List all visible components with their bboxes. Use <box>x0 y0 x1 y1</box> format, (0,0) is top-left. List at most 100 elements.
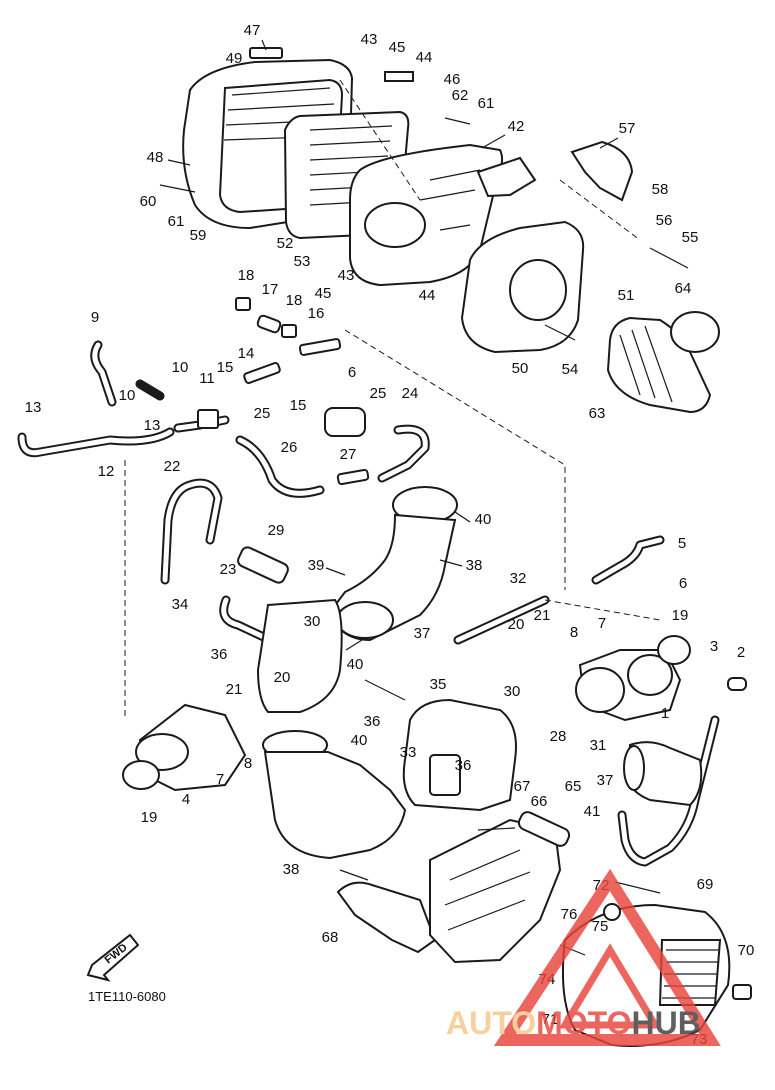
callout-30: 30 <box>504 683 521 700</box>
watermark-part-hub: HUB <box>631 1005 700 1041</box>
callout-50: 50 <box>512 360 529 377</box>
callout-40: 40 <box>347 656 364 673</box>
callout-59: 59 <box>190 227 207 244</box>
callout-7: 7 <box>598 615 606 632</box>
callout-leaders <box>167 39 619 881</box>
callout-25: 25 <box>370 385 387 402</box>
callout-65: 65 <box>565 778 582 795</box>
callout-14: 14 <box>238 345 255 362</box>
callout-42: 42 <box>508 118 525 135</box>
callout-13: 13 <box>144 417 161 434</box>
callout-58: 58 <box>652 181 669 198</box>
callout-43: 43 <box>361 31 378 48</box>
callout-75: 75 <box>592 918 609 935</box>
callout-24: 24 <box>402 385 419 402</box>
callout-19: 19 <box>141 809 158 826</box>
callout-68: 68 <box>322 929 339 946</box>
callout-10: 10 <box>172 359 189 376</box>
sensor-65 <box>517 811 571 847</box>
callout-6: 6 <box>348 364 356 381</box>
callout-36: 36 <box>211 646 228 663</box>
forward-arrow-icon: FWD <box>86 933 140 982</box>
callout-26: 26 <box>281 439 298 456</box>
side-cover-50 <box>460 220 585 354</box>
callout-67: 67 <box>514 778 531 795</box>
catalog-code: 1TE110-6080 <box>88 989 166 1004</box>
callout-4: 4 <box>182 791 190 808</box>
hose-fittings <box>197 297 370 486</box>
o-ring-19-right <box>657 635 691 665</box>
callout-8: 8 <box>570 624 578 641</box>
callout-16: 16 <box>308 305 325 322</box>
callout-38: 38 <box>466 557 483 574</box>
intake-duct-upper <box>328 486 458 642</box>
callout-56: 56 <box>656 212 673 229</box>
callout-29: 29 <box>268 522 285 539</box>
callout-13: 13 <box>25 399 42 416</box>
callout-28: 28 <box>550 728 567 745</box>
callout-55: 55 <box>682 229 699 246</box>
callout-25: 25 <box>254 405 271 422</box>
callout-76: 76 <box>561 906 578 923</box>
callout-66: 66 <box>531 793 548 810</box>
carburetor-body <box>256 598 517 812</box>
watermark-part-moto: MOTO <box>536 1005 631 1041</box>
callout-45: 45 <box>389 39 406 56</box>
watermark-logo: AUTOMOTOHUB <box>446 868 721 1046</box>
callout-33: 33 <box>400 744 417 761</box>
callout-52: 52 <box>277 235 294 252</box>
callout-37: 37 <box>597 772 614 789</box>
callout-23: 23 <box>220 561 237 578</box>
callout-49: 49 <box>226 50 243 67</box>
callout-5: 5 <box>678 535 686 552</box>
callout-21: 21 <box>534 607 551 624</box>
callout-45: 45 <box>315 285 332 302</box>
clip-70 <box>732 984 752 1000</box>
callout-8: 8 <box>244 755 252 772</box>
watermark-triangle-icon <box>493 868 721 1046</box>
callout-61: 61 <box>478 95 495 112</box>
callout-22: 22 <box>164 458 181 475</box>
callout-7: 7 <box>216 771 224 788</box>
callout-36: 36 <box>455 757 472 774</box>
assembly-guide-lines <box>124 79 661 720</box>
callout-20: 20 <box>274 669 291 686</box>
bracket-42 <box>476 156 537 198</box>
callout-35: 35 <box>430 676 447 693</box>
callout-36: 36 <box>364 713 381 730</box>
callout-53: 53 <box>294 253 311 270</box>
callout-39: 39 <box>308 557 325 574</box>
callout-2: 2 <box>737 644 745 661</box>
callout-15: 15 <box>217 359 234 376</box>
solenoid-31 <box>623 741 703 807</box>
callout-18: 18 <box>286 292 303 309</box>
clip-44-upper <box>384 71 414 82</box>
callout-12: 12 <box>98 463 115 480</box>
callout-69: 69 <box>697 876 714 893</box>
callout-40: 40 <box>475 511 492 528</box>
callout-43: 43 <box>338 267 355 284</box>
callout-18: 18 <box>238 267 255 284</box>
callout-20: 20 <box>508 616 525 633</box>
callout-34: 34 <box>172 596 189 613</box>
callout-6: 6 <box>679 575 687 592</box>
intake-duct-lower <box>262 730 407 860</box>
callout-70: 70 <box>738 942 755 959</box>
clamp-64 <box>670 311 720 353</box>
callout-44: 44 <box>416 49 433 66</box>
intake-duct-63 <box>606 311 720 414</box>
callout-57: 57 <box>619 120 636 137</box>
watermark-text: AUTOMOTOHUB <box>446 1005 701 1041</box>
callout-41: 41 <box>584 803 601 820</box>
o-ring-19-left <box>122 760 160 790</box>
callout-40: 40 <box>351 732 368 749</box>
bracket-assembly-68 <box>336 811 571 964</box>
callout-15: 15 <box>290 397 307 414</box>
callout-61: 61 <box>168 213 185 230</box>
callout-3: 3 <box>710 638 718 655</box>
callout-63: 63 <box>589 405 606 422</box>
callout-27: 27 <box>340 446 357 463</box>
callout-9: 9 <box>91 309 99 326</box>
